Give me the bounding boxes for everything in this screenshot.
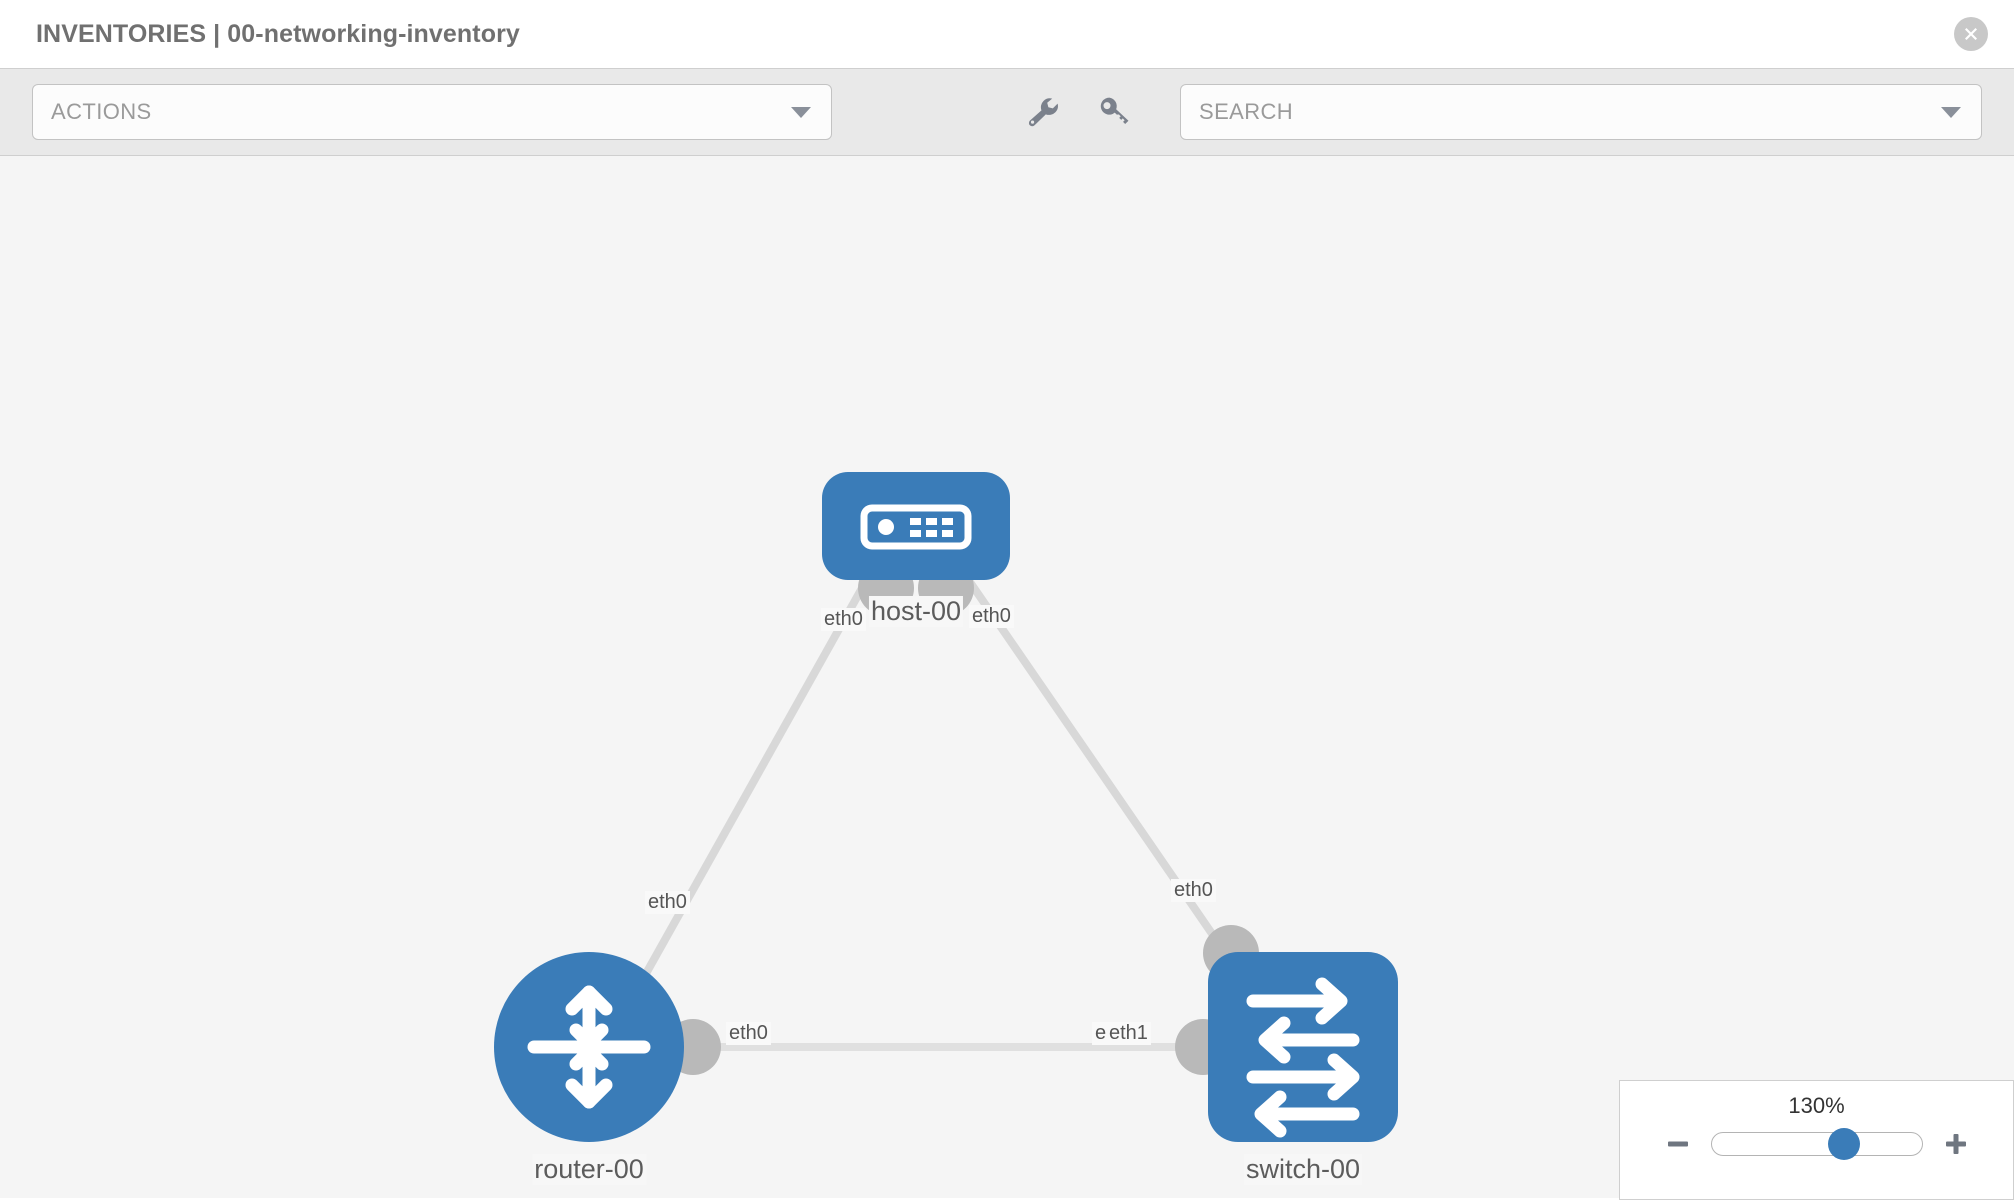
search-field[interactable] [1180,84,1982,140]
wrench-icon[interactable] [1022,92,1062,132]
edge-label-host-eth0-right: eth0 [969,605,1014,628]
toolbar-icon-group [1022,92,1132,132]
topology-canvas[interactable]: host-00 router-00 switch-00 eth0 eth0 et… [0,156,2014,1198]
edge-label-router-eth0-uplink: eth0 [645,891,690,914]
link-host-router[interactable] [621,554,884,1013]
plus-icon[interactable] [1941,1129,1971,1159]
zoom-control-panel: 130% [1619,1080,2014,1200]
actions-dropdown-label: ACTIONS [51,99,152,124]
key-icon[interactable] [1092,92,1132,132]
edge-label-host-eth0-left: eth0 [821,608,866,631]
window-header: INVENTORIES | 00-networking-inventory [0,0,2014,68]
zoom-slider-row [1620,1128,2013,1160]
actions-dropdown[interactable]: ACTIONS [32,84,832,140]
node-host-00[interactable] [822,472,1010,580]
page-title: INVENTORIES | 00-networking-inventory [36,19,520,48]
close-icon[interactable] [1954,17,1988,51]
edge-label-switch-eth0-uplink: eth0 [1171,879,1216,902]
node-switch-00[interactable] [1208,952,1398,1142]
minus-icon[interactable] [1663,1129,1693,1159]
search-chevron-down-icon[interactable] [1941,106,1961,118]
zoom-slider[interactable] [1710,1128,1923,1160]
node-label-router-00: router-00 [532,1154,646,1185]
node-router-00[interactable] [494,952,684,1142]
node-label-host-00: host-00 [868,596,964,627]
edge-label-router-eth0-trunk: eth0 [726,1022,771,1045]
zoom-slider-thumb[interactable] [1827,1128,1860,1160]
chevron-down-icon [791,106,811,118]
switch-arrows-icon [1246,977,1360,1138]
router-arrows-icon [527,985,651,1109]
edge-label-switch-eth1-trunk: eth1 [1106,1022,1151,1045]
zoom-level-label: 130% [1788,1093,1845,1118]
server-appliance-icon [860,504,972,550]
search-input[interactable] [1199,99,1963,125]
node-label-switch-00: switch-00 [1243,1154,1363,1185]
topology-graph [494,472,1398,1142]
toolbar: ACTIONS [0,68,2014,156]
